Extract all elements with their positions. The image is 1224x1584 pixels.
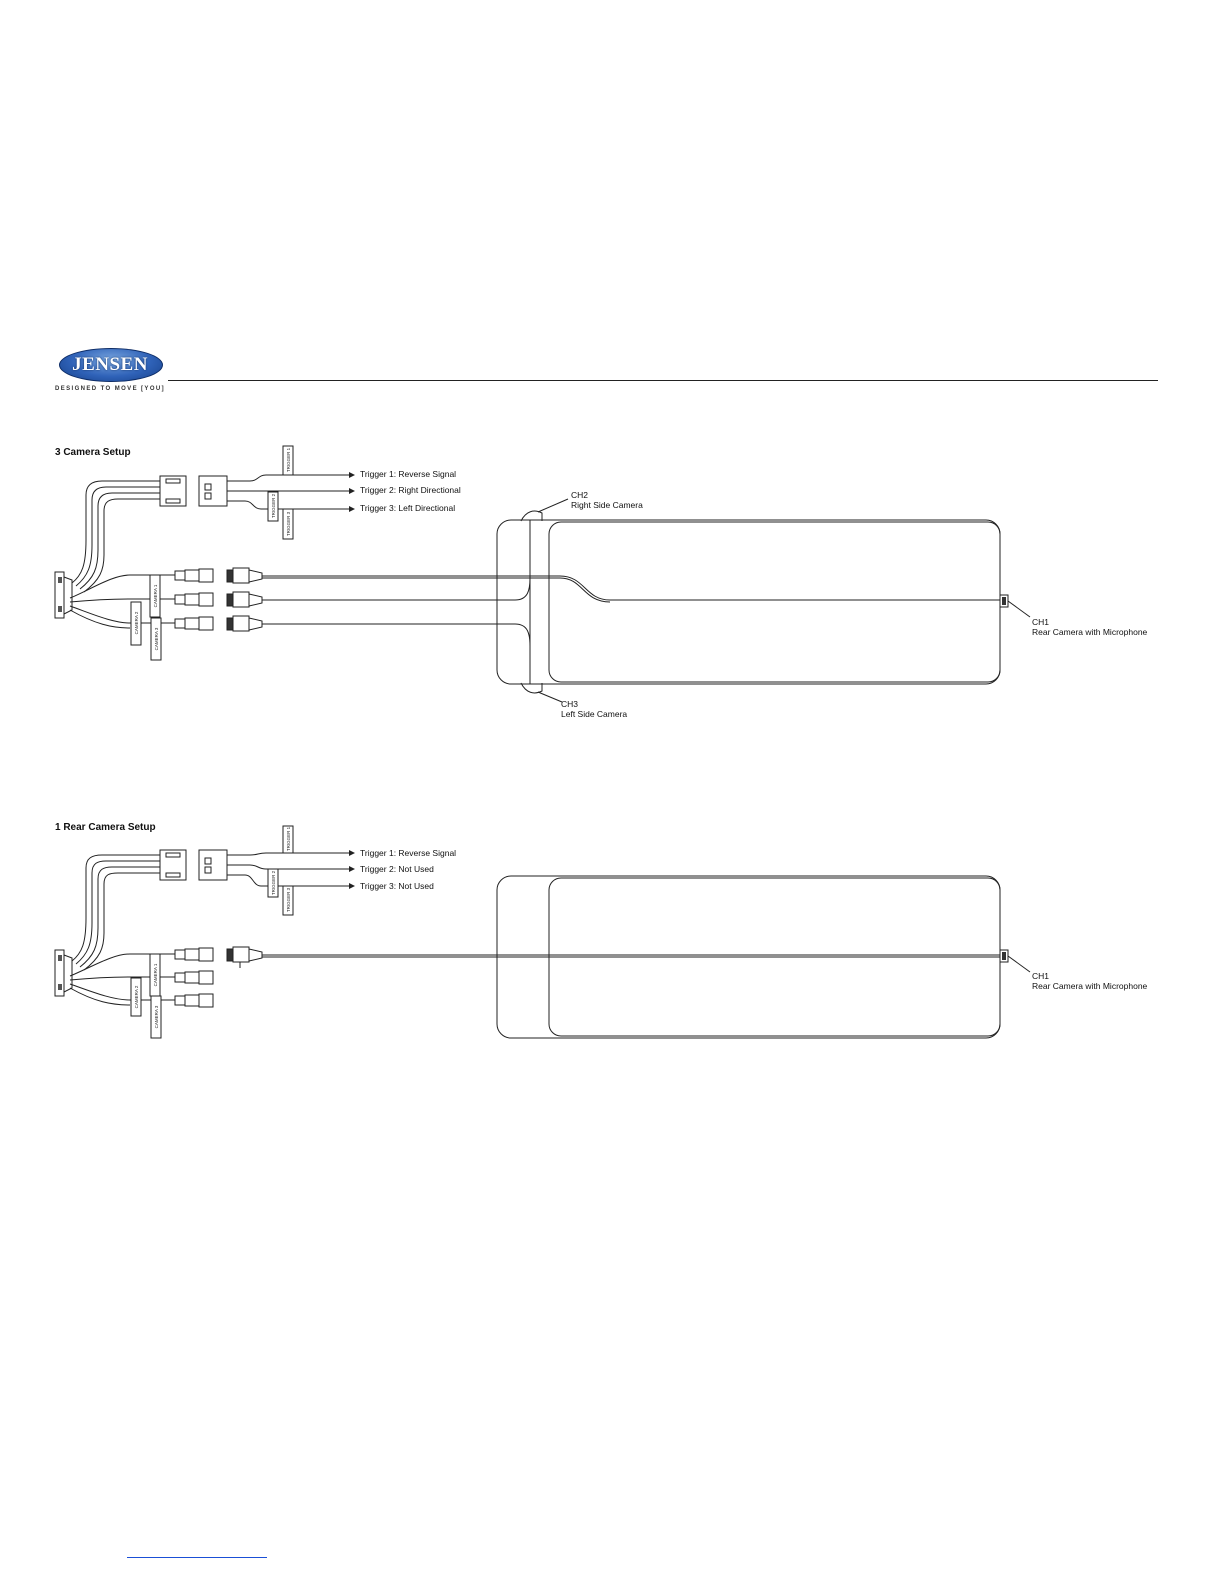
- d2-trigger3-label: Trigger 3: Not Used: [360, 881, 434, 891]
- logo-tagline: DESIGNED TO MOVE [YOU]: [55, 386, 166, 392]
- d2-tag-trigger1: TRIGGER 1: [286, 826, 291, 851]
- logo-oval: [59, 348, 163, 382]
- d1-ch1-label: CH1: [1032, 617, 1050, 627]
- d1-trigger1-label: Trigger 1: Reverse Signal: [360, 469, 457, 479]
- d2-tag-trigger3: TRIGGER 3: [286, 887, 291, 912]
- d2-ch1-desc: Rear Camera with Microphone: [1032, 981, 1148, 991]
- d2-trigger2-label: Trigger 2: Not Used: [360, 864, 434, 874]
- d2-ch1-label: CH1: [1032, 971, 1050, 981]
- d1-tag-trigger3: TRIGGER 3: [286, 511, 291, 536]
- diagram1-title: 3 Camera Setup: [55, 447, 131, 458]
- d2-tag-camera1: CAMERA 1: [153, 963, 158, 986]
- harness-connector-2: [54, 949, 73, 997]
- d1-tag-trigger2: TRIGGER 2: [271, 493, 276, 518]
- camera-cables-1: [226, 567, 263, 632]
- d2-tag-camera2: CAMERA 2: [134, 985, 139, 1008]
- d1-trigger3-label: Trigger 3: Left Directional: [360, 503, 456, 513]
- header-rule: [168, 380, 1158, 381]
- diagram2-drawing: [54, 825, 1031, 1039]
- jensen-logo: JENSEN DESIGNED TO MOVE [YOU]: [55, 348, 167, 400]
- d1-ch3-label: CH3: [561, 699, 579, 709]
- d1-tag-camera1: CAMERA 1: [153, 584, 158, 607]
- diagram1-drawing: [54, 445, 1031, 703]
- camera-plugs-1: [174, 568, 214, 631]
- d1-trigger2-label: Trigger 2: Right Directional: [360, 485, 461, 495]
- footer-link-underline[interactable]: [127, 1557, 267, 1558]
- d1-tag-camera3: CAMERA 3: [154, 627, 159, 650]
- d1-tag-trigger1: TRIGGER 1: [286, 447, 291, 472]
- camera-plugs-2: [174, 947, 214, 1008]
- harness-connector-1: [54, 571, 73, 619]
- d2-tag-trigger2: TRIGGER 2: [271, 870, 276, 895]
- d1-ch2-label: CH2: [571, 490, 589, 500]
- d1-ch2-desc: Right Side Camera: [571, 500, 643, 510]
- d1-tag-camera2: CAMERA 2: [134, 611, 139, 634]
- d2-tag-camera3: CAMERA 3: [154, 1005, 159, 1028]
- d1-ch3-desc: Left Side Camera: [561, 709, 628, 719]
- logo-wordmark: JENSEN: [72, 354, 148, 375]
- d2-trigger1-label: Trigger 1: Reverse Signal: [360, 848, 457, 858]
- diagram2-title: 1 Rear Camera Setup: [55, 822, 156, 833]
- camera-cables-2: [226, 946, 263, 968]
- d1-ch1-desc: Rear Camera with Microphone: [1032, 627, 1148, 637]
